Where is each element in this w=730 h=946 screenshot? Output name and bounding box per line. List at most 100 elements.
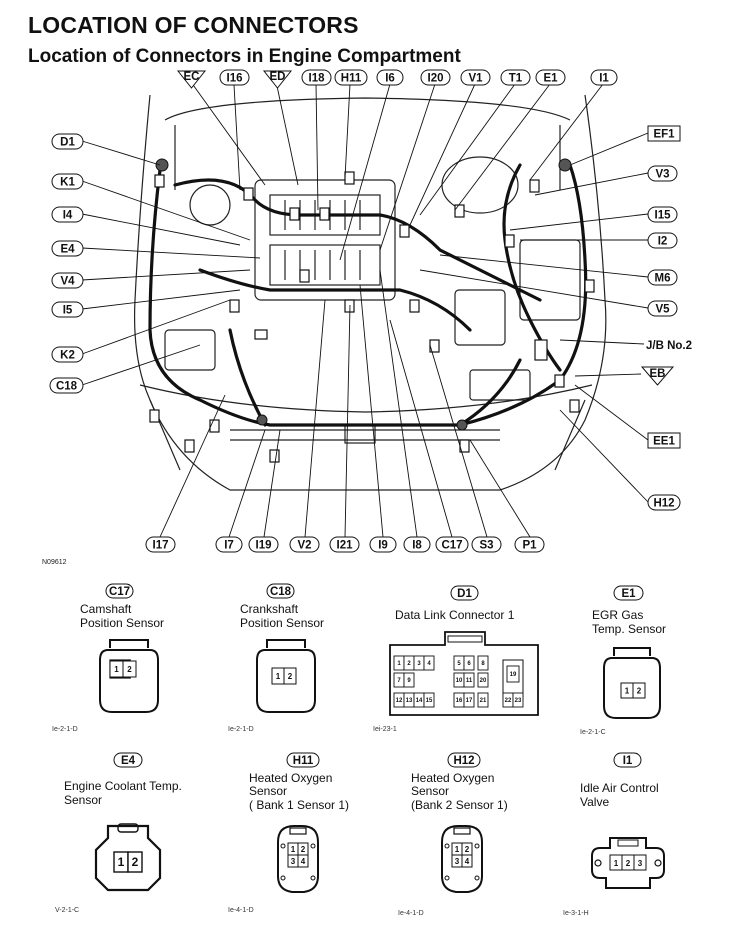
label-text: E4 [60, 244, 75, 256]
d1-pin-cell [477, 655, 489, 671]
callout-i18: I18 [301, 69, 332, 86]
connector-name-line2: Valve [580, 795, 609, 809]
d1-pin: 13 [406, 698, 413, 704]
connector-h11: H11 Heated Oxygen Sensor ( Bank 1 Sensor… [228, 752, 349, 914]
callout-v2: V2 [289, 536, 320, 553]
d1-pin: 5 [457, 661, 461, 667]
pin-3: 3 [455, 857, 460, 866]
pin-1: 1 [276, 672, 281, 681]
connector-code: Ie-4-1-D [228, 907, 254, 914]
connector-i1: I1 Idle Air Control Valve 1 2 3 Ie-3-1-H [563, 752, 665, 917]
connector-code: Ie-2-1-D [228, 726, 254, 733]
page-title: LOCATION OF CONNECTORS [28, 12, 359, 38]
connector-code: Ie-2-1-D [52, 726, 78, 733]
callout-jb-no2: J/B No.2 [646, 340, 692, 352]
connector-name-line3: ( Bank 1 Sensor 1) [249, 798, 349, 812]
label-text: K1 [60, 177, 75, 189]
connector-id: E4 [121, 755, 136, 767]
d1-pin: 17 [466, 698, 473, 704]
connector-e1-drawing [603, 647, 661, 719]
label-text: EF1 [653, 129, 675, 141]
pin-3: 3 [638, 859, 643, 868]
label-text: J/B No.2 [646, 340, 692, 352]
callout-v4: V4 [51, 272, 84, 289]
label-text: I1 [599, 73, 609, 85]
d1-pin-cell [403, 672, 415, 688]
callout-i7: I7 [215, 536, 243, 553]
connector-name-line2: Position Sensor [240, 616, 324, 630]
label-text: I6 [385, 73, 395, 85]
label-text: I7 [224, 540, 234, 552]
pin-1: 1 [614, 859, 619, 868]
connector-id: H12 [453, 755, 474, 767]
callout-t1: T1 [500, 69, 531, 86]
connector-name-line3: (Bank 2 Sensor 1) [411, 798, 508, 812]
callout-h11: H11 [334, 69, 368, 86]
connector-c18-drawing [256, 639, 316, 713]
callout-i15: I15 [647, 206, 678, 223]
label-text: I2 [658, 236, 668, 248]
callout-ef1: EF1 [647, 125, 681, 142]
callout-m6: M6 [647, 269, 678, 286]
callout-ec: EC [176, 70, 207, 89]
pin-2: 2 [465, 845, 470, 854]
connector-name-line1: Engine Coolant Temp. [64, 779, 182, 793]
label-text: K2 [60, 350, 75, 362]
callout-ed: ED [262, 70, 293, 89]
label-text: EC [184, 71, 200, 83]
label-text: V3 [655, 169, 669, 181]
label-text: E1 [543, 73, 558, 85]
callout-k1: K1 [51, 173, 84, 190]
callout-i6: I6 [376, 69, 404, 86]
d1-pin: 21 [480, 698, 487, 704]
leader-lines [81, 81, 649, 538]
label-text: I19 [256, 540, 272, 552]
connector-code: Iei-23-1 [373, 726, 397, 733]
connector-name-line1: Heated Oxygen [411, 771, 494, 785]
d1-pin: 10 [456, 678, 463, 684]
callout-ee1: EE1 [647, 432, 681, 449]
label-text: D1 [60, 137, 75, 149]
wire-harness [148, 163, 588, 427]
label-text: V4 [60, 276, 75, 288]
connector-code: Ie-4-1-D [398, 910, 424, 917]
connector-id: I1 [623, 755, 633, 767]
connector-id: E1 [621, 588, 636, 600]
connector-name-line2: Temp. Sensor [592, 622, 666, 636]
connector-id: C18 [270, 586, 292, 598]
label-text: T1 [509, 73, 523, 85]
d1-pin: 9 [407, 678, 411, 684]
d1-pin-cell [423, 655, 435, 671]
label-text: I8 [412, 540, 422, 552]
pin-4: 4 [301, 857, 306, 866]
pin-4: 4 [465, 857, 470, 866]
pin-1: 1 [291, 845, 296, 854]
connector-code: Ie-3-1-H [563, 910, 589, 917]
d1-pin: 22 [505, 698, 512, 704]
callout-i16: I16 [219, 69, 250, 86]
d1-pin: 8 [481, 661, 485, 667]
pin-1: 1 [114, 665, 119, 674]
connector-name-line1: EGR Gas [592, 608, 643, 622]
connector-name-line1: Camshaft [80, 602, 132, 616]
callout-v1: V1 [460, 69, 491, 86]
label-text: I18 [309, 73, 326, 85]
pin-2: 2 [127, 665, 132, 674]
pin-3: 3 [291, 857, 296, 866]
page-subtitle: Location of Connectors in Engine Compart… [28, 46, 461, 67]
d1-pin: 15 [426, 698, 433, 704]
label-text: I17 [153, 540, 169, 552]
label-text: I15 [655, 210, 672, 222]
callout-e4: E4 [51, 240, 84, 257]
connector-name-line1: Crankshaft [240, 602, 299, 616]
d1-pin: 20 [480, 678, 487, 684]
connector-h12: H12 Heated Oxygen Sensor (Bank 2 Sensor … [398, 752, 508, 917]
label-text: I16 [227, 73, 243, 85]
ground-points [155, 158, 572, 431]
label-text: P1 [522, 540, 537, 552]
connector-name-line1: Idle Air Control [580, 781, 659, 795]
callout-i20: I20 [420, 69, 451, 86]
connector-id: C17 [109, 586, 130, 598]
callout-d1: D1 [51, 133, 84, 150]
